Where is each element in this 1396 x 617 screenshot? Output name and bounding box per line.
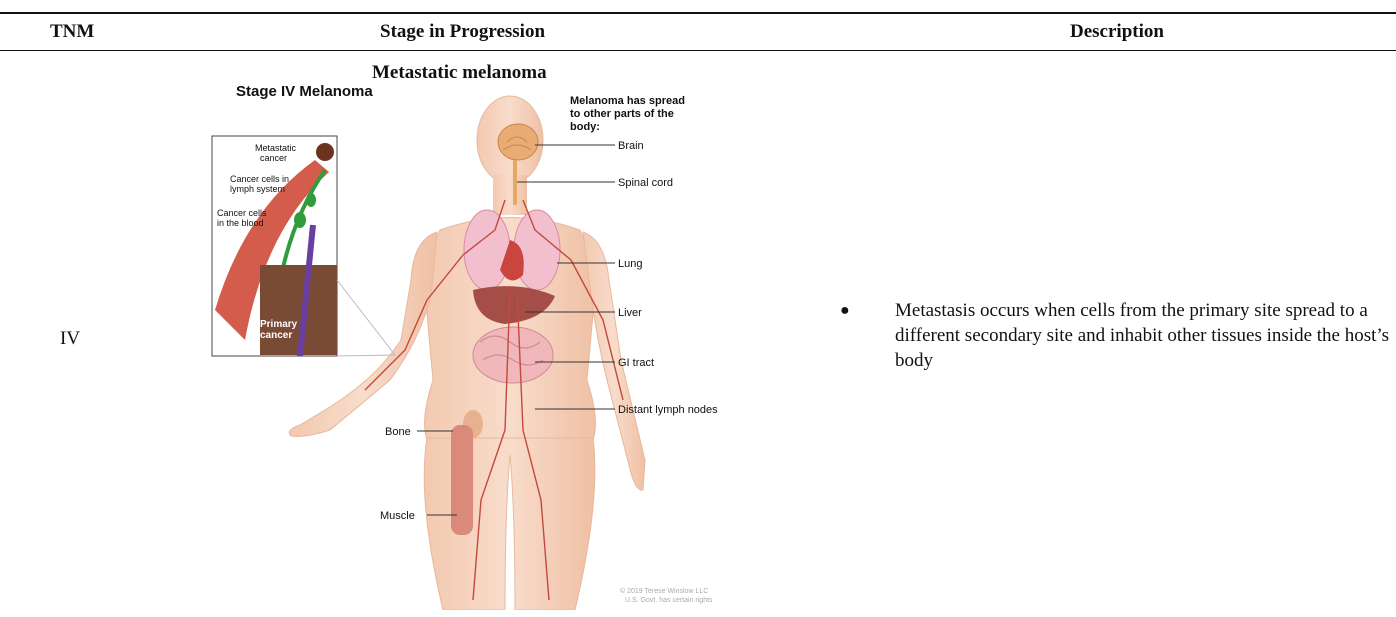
description-text: Metastasis occurs when cells from the pr… [895,298,1390,373]
bullet-marker: ● [840,298,850,323]
header-rule [0,50,1396,51]
label-muscle: Muscle [380,510,415,522]
column-header-stage: Stage in Progression [380,20,545,44]
inset-label-blood-1: Cancer cells [217,208,267,218]
column-header-description: Description [1070,20,1164,44]
inset-label-blood-2: in the blood [217,218,264,228]
inset-box [212,136,395,356]
label-liver: Liver [618,307,642,319]
label-bone: Bone [385,426,411,438]
label-lung: Lung [618,258,642,270]
label-distant-lymph-nodes: Distant lymph nodes [618,404,718,416]
column-header-tnm: TNM [50,20,94,44]
label-spinal-cord: Spinal cord [618,177,673,189]
copyright-line-2: U.S. Govt. has certain rights [625,597,713,604]
label-brain: Brain [618,140,644,152]
tnm-cell: IV [60,328,80,350]
inset-label-primary-1: Primary [260,319,298,330]
inset-label-lymph-2: lymph system [230,184,285,194]
spread-note-line-2: to other parts of the [570,108,674,120]
inset-label-metastatic-2: cancer [260,153,287,163]
description-cell: ● Metastasis occurs when cells from the … [840,298,1390,373]
inset-label-lymph-1: Cancer cells in [230,174,289,184]
spread-note-line-1: Melanoma has spread [570,95,685,107]
spread-note-line-3: body: [570,121,600,133]
melanoma-illustration: Stage IV Melanoma Melanoma has spread to… [205,80,765,610]
copyright-line-1: © 2019 Terese Winslow LLC [620,587,708,595]
inset-label-primary-2: cancer [260,330,292,341]
label-gi-tract: GI tract [618,357,654,369]
figure-heading: Stage IV Melanoma [236,83,373,100]
inset-label-metastatic-1: Metastatic [255,143,297,153]
table-top-rule [0,12,1396,14]
